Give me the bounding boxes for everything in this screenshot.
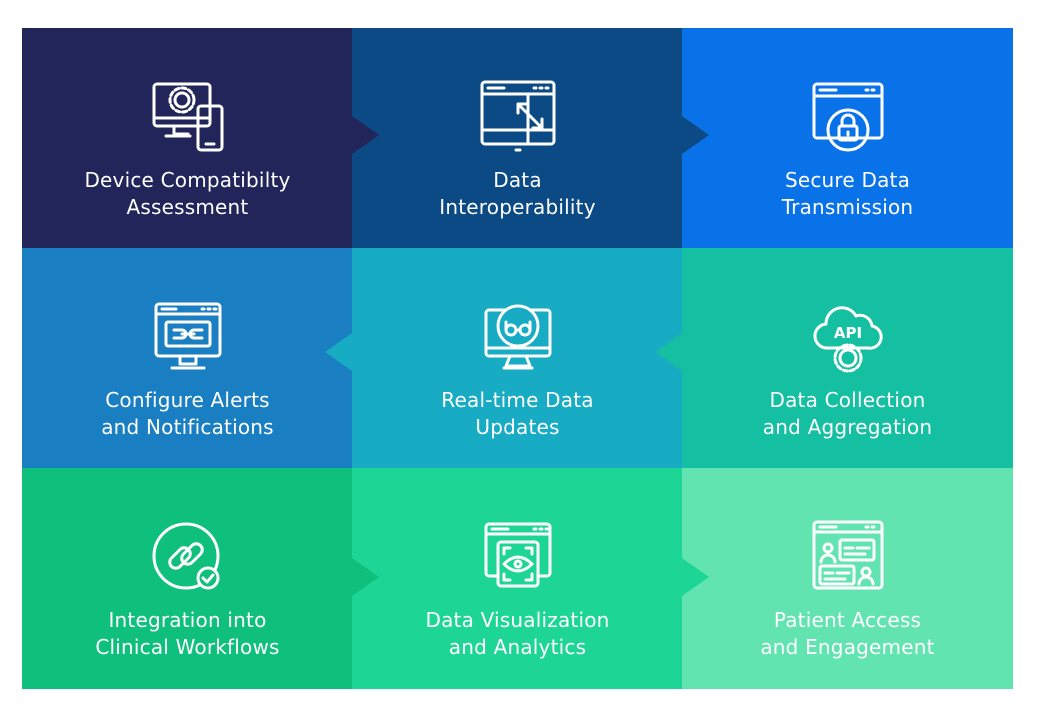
flow-arrow-right xyxy=(352,558,379,596)
step-label-line2: Transmission xyxy=(781,195,914,219)
step-label-line1: Integration into xyxy=(108,608,267,632)
window-profiles-icon xyxy=(808,518,888,598)
step-label-line1: Configure Alerts xyxy=(105,388,270,412)
step-configure-alerts: Configure Alerts and Notifications xyxy=(22,248,353,469)
api-cloud-icon: API xyxy=(808,298,888,378)
step-label-line1: Data Collection xyxy=(769,388,926,412)
flow-arrow-right xyxy=(352,116,379,154)
step-label-line2: and Notifications xyxy=(101,415,274,439)
step-label-line1: Data Visualization xyxy=(425,608,610,632)
window-eye-icon xyxy=(478,518,558,598)
link-check-icon xyxy=(148,518,228,598)
flow-arrow-right xyxy=(682,558,709,596)
flow-arrow-left xyxy=(325,333,352,371)
step-label-line1: Real-time Data xyxy=(441,388,594,412)
monitor-chain-icon xyxy=(148,298,228,378)
step-label-line2: and Aggregation xyxy=(762,415,933,439)
step-label-line2: Interoperability xyxy=(439,195,596,219)
step-label-line2: Assessment xyxy=(126,195,249,219)
step-label-line1: Device Compatibilty xyxy=(84,168,291,192)
step-label-line1: Secure Data xyxy=(784,168,911,192)
step-data-collection: API Data Collection and Aggregation xyxy=(682,248,1013,469)
step-data-visualization: Data Visualization and Analytics xyxy=(352,468,683,689)
step-label-line2: and Analytics xyxy=(448,635,587,659)
step-label-line2: and Engagement xyxy=(760,635,935,659)
flow-arrow-right xyxy=(682,116,709,154)
window-resize-icon xyxy=(478,78,558,158)
monitor-glasses-icon xyxy=(478,298,558,378)
step-label-line1: Data xyxy=(493,168,542,192)
monitor-gear-icon xyxy=(148,78,228,158)
step-label-line2: Clinical Workflows xyxy=(95,635,280,659)
flow-arrow-left xyxy=(655,333,682,371)
api-text: API xyxy=(833,324,861,342)
step-patient-access: Patient Access and Engagement xyxy=(682,468,1013,689)
window-lock-icon xyxy=(808,78,888,158)
step-label-line1: Patient Access xyxy=(773,608,922,632)
step-label-line2: Updates xyxy=(475,415,560,439)
